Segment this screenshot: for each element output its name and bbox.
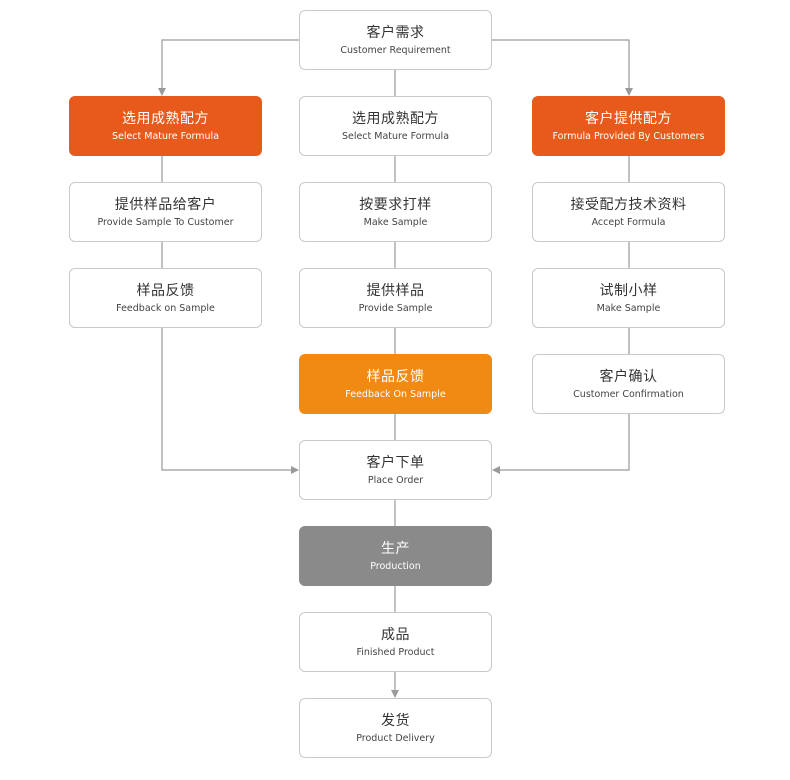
node-title: 选用成熟配方	[122, 110, 209, 127]
node-title: 样品反馈	[366, 368, 425, 385]
node-title: 试制小样	[599, 282, 658, 299]
node-finished-product: 成品 Finished Product	[299, 612, 492, 672]
node-subtitle: Make Sample	[363, 216, 428, 228]
node-right-confirmation: 客户确认 Customer Confirmation	[532, 354, 725, 414]
node-left-provide-sample: 提供样品给客户 Provide Sample To Customer	[69, 182, 262, 242]
connector-right-to-order	[492, 414, 630, 474]
node-subtitle: Finished Product	[356, 646, 435, 658]
node-subtitle: Select Mature Formula	[111, 130, 220, 142]
node-subtitle: Accept Formula	[591, 216, 666, 228]
node-title: 生产	[381, 540, 410, 557]
node-subtitle: Place Order	[367, 474, 424, 486]
node-place-order: 客户下单 Place Order	[299, 440, 492, 500]
node-title: 选用成熟配方	[352, 110, 439, 127]
node-right-accept-formula: 接受配方技术资料 Accept Formula	[532, 182, 725, 242]
node-right-make-sample: 试制小样 Make Sample	[532, 268, 725, 328]
node-subtitle: Production	[370, 560, 421, 572]
node-subtitle: Provide Sample To Customer	[97, 216, 234, 228]
node-mid-make-sample: 按要求打样 Make Sample	[299, 182, 492, 242]
node-title: 样品反馈	[136, 282, 195, 299]
connector-left-to-order	[161, 328, 299, 474]
node-subtitle: Customer Confirmation	[573, 388, 684, 400]
node-title: 客户下单	[366, 454, 425, 471]
connector-top-to-right	[492, 39, 633, 96]
node-mid-feedback: 样品反馈 Feedback On Sample	[299, 354, 492, 414]
node-subtitle: Select Mature Formula	[341, 130, 450, 142]
node-subtitle: Provide Sample	[358, 302, 433, 314]
node-left-select-formula: 选用成熟配方 Select Mature Formula	[69, 96, 262, 156]
node-subtitle: Customer Requirement	[340, 44, 451, 56]
node-title: 成品	[381, 626, 410, 643]
node-title: 接受配方技术资料	[570, 196, 687, 213]
node-subtitle: Formula Provided By Customers	[552, 130, 705, 142]
node-mid-select-formula: 选用成熟配方 Select Mature Formula	[299, 96, 492, 156]
node-title: 提供样品	[366, 282, 425, 299]
node-title: 按要求打样	[359, 196, 432, 213]
node-subtitle: Feedback On Sample	[345, 388, 446, 400]
node-subtitle: Product Delivery	[356, 732, 435, 744]
node-production: 生产 Production	[299, 526, 492, 586]
node-title: 客户确认	[599, 368, 658, 385]
node-left-feedback: 样品反馈 Feedback on Sample	[69, 268, 262, 328]
node-title: 客户需求	[366, 24, 425, 41]
connector-top-to-left	[158, 39, 299, 96]
node-subtitle: Feedback on Sample	[116, 302, 215, 314]
node-right-formula-by-customer: 客户提供配方 Formula Provided By Customers	[532, 96, 725, 156]
node-title: 提供样品给客户	[114, 196, 217, 213]
node-subtitle: Make Sample	[596, 302, 661, 314]
node-mid-provide-sample: 提供样品 Provide Sample	[299, 268, 492, 328]
node-title: 发货	[381, 712, 410, 729]
node-delivery: 发货 Product Delivery	[299, 698, 492, 758]
node-title: 客户提供配方	[585, 110, 672, 127]
node-customer-requirement: 客户需求 Customer Requirement	[299, 10, 492, 70]
